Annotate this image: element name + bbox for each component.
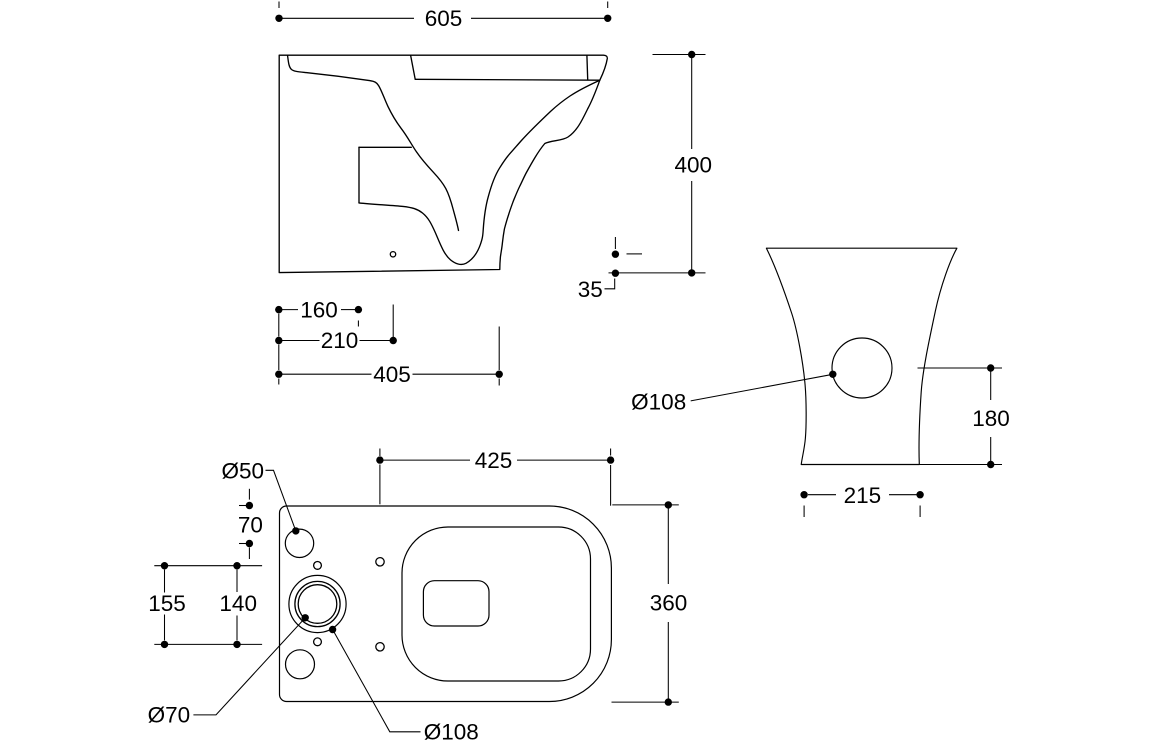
svg-text:605: 605 — [425, 6, 463, 31]
svg-text:400: 400 — [675, 153, 713, 178]
svg-text:35: 35 — [578, 277, 603, 302]
svg-text:Ø108: Ø108 — [631, 389, 686, 414]
svg-text:140: 140 — [219, 591, 257, 616]
svg-text:Ø50: Ø50 — [222, 459, 265, 484]
svg-text:210: 210 — [321, 328, 359, 353]
svg-text:70: 70 — [238, 512, 263, 537]
svg-text:360: 360 — [650, 591, 688, 616]
svg-text:180: 180 — [972, 406, 1010, 431]
svg-text:160: 160 — [300, 298, 338, 323]
svg-text:425: 425 — [475, 448, 513, 473]
svg-text:Ø108: Ø108 — [424, 720, 479, 743]
svg-text:155: 155 — [148, 591, 186, 616]
svg-text:215: 215 — [844, 483, 882, 508]
svg-text:Ø70: Ø70 — [148, 703, 191, 728]
svg-text:405: 405 — [373, 362, 411, 387]
